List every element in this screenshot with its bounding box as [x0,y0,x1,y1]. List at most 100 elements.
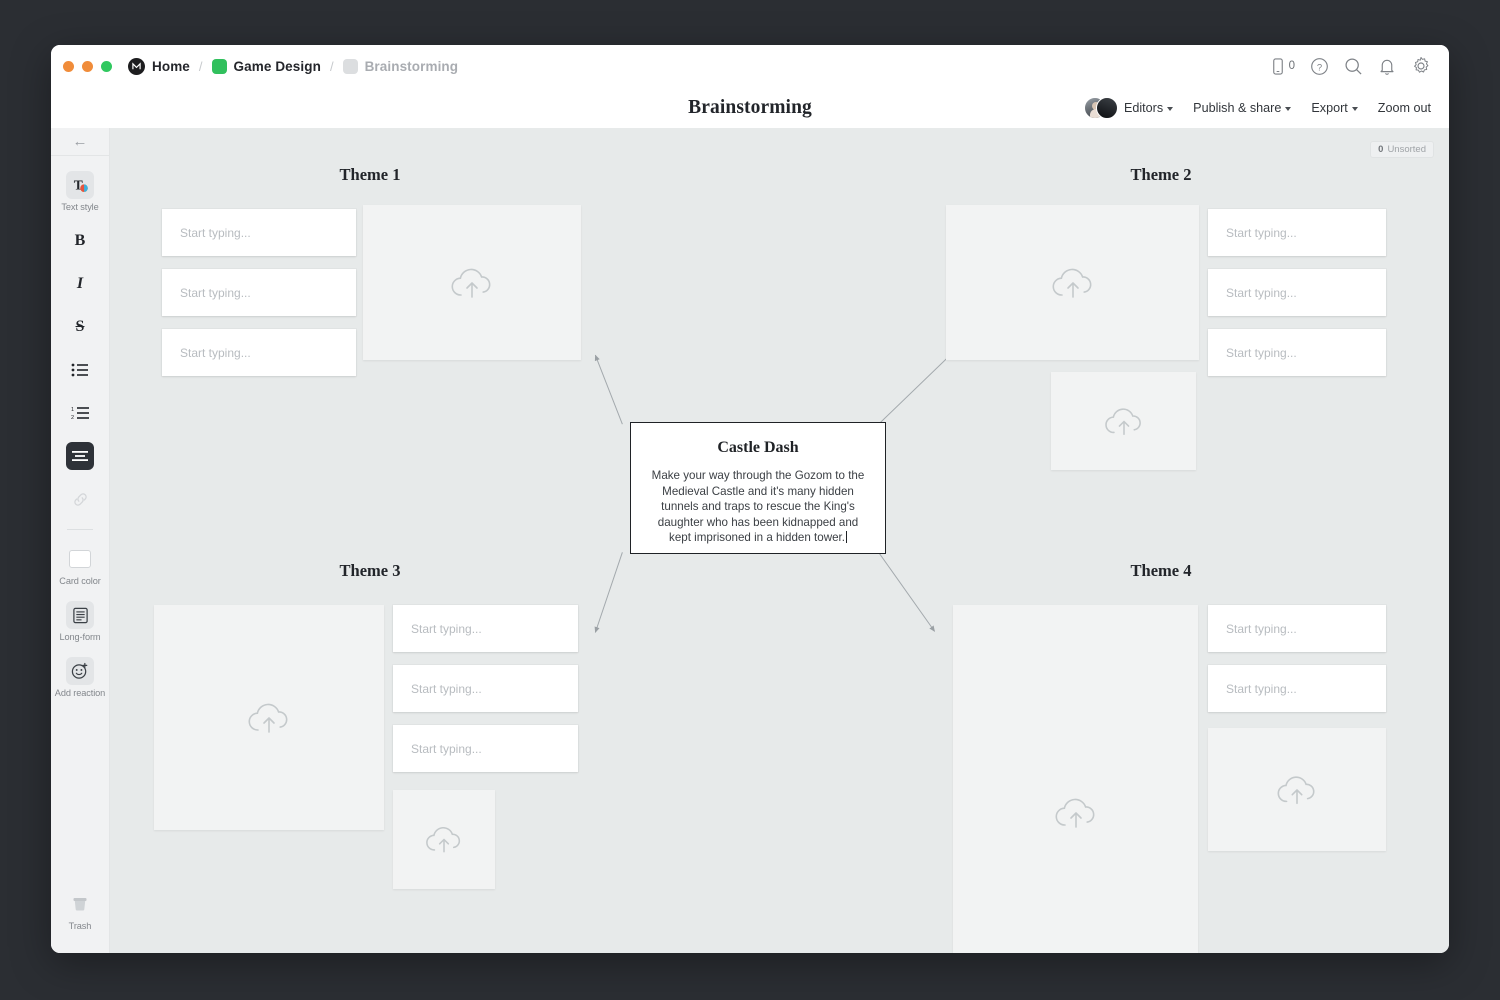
breadcrumb-item-game-design[interactable]: Game Design [233,58,321,74]
note-card[interactable]: Start typing... [393,605,578,652]
window-traffic-lights [51,60,112,72]
strikethrough-tool[interactable]: S [51,313,109,341]
note-placeholder: Start typing... [180,345,251,360]
note-card[interactable]: Start typing... [393,725,578,772]
theme-4-title: Theme 4 [1130,561,1192,580]
note-placeholder: Start typing... [411,741,482,756]
cloud-upload-icon [1104,407,1141,435]
maximize-window-button[interactable] [101,60,112,72]
theme-3-title: Theme 3 [339,561,401,580]
toolbar-divider [67,529,93,530]
image-upload-card[interactable] [953,605,1198,953]
link-icon [66,485,94,513]
chevron-down-icon [1167,106,1174,111]
page-title: Brainstorming [688,96,812,118]
link-tool[interactable] [51,485,109,513]
center-card-text: Make your way through the Gozom to the M… [651,469,865,544]
note-card[interactable]: Start typing... [1208,665,1386,712]
text-style-tool[interactable]: T Text style [51,171,109,212]
minimize-window-button[interactable] [82,60,93,72]
cloud-upload-icon [1055,798,1094,828]
trash-tool[interactable]: Trash [51,890,109,931]
note-card[interactable]: Start typing... [162,329,356,376]
title-bar: Home / Game Design / Brainstorming 0 ? [51,45,1449,87]
note-placeholder: Start typing... [180,285,251,300]
svg-text:?: ? [1317,62,1322,73]
close-window-button[interactable] [63,60,74,72]
center-card-title: Castle Dash [717,439,799,456]
center-idea-card[interactable]: Castle Dash Make your way through the Go… [630,422,886,554]
app-window: Home / Game Design / Brainstorming 0 ? [51,45,1449,953]
export-menu[interactable]: Export [1311,101,1358,115]
svg-text:1: 1 [71,407,74,413]
text-style-icon: T [66,171,94,199]
editors-label: Editors [1123,100,1164,115]
svg-text:2: 2 [71,415,74,420]
bulleted-list-icon [66,356,94,384]
notifications-bell-icon[interactable] [1378,57,1396,76]
italic-tool[interactable]: I [51,270,109,298]
header-actions: Editors Publish & share Export Zoom out [1083,87,1431,128]
note-card[interactable]: Start typing... [162,269,356,316]
titlebar-actions: 0 ? [1271,56,1449,76]
breadcrumb-separator: / [198,58,203,74]
theme-1-title: Theme 1 [339,165,401,184]
note-card[interactable]: Start typing... [393,665,578,712]
image-upload-card[interactable] [1208,728,1386,851]
note-card[interactable]: Start typing... [162,209,356,256]
trash-icon [66,890,94,918]
app-body: ← T Text style B I S [51,128,1449,953]
note-placeholder: Start typing... [1226,285,1297,300]
green-swatch-icon [211,58,227,74]
back-arrow-icon[interactable]: ← [51,128,109,156]
card-color-icon [66,545,94,573]
cloud-upload-icon [451,268,491,298]
note-card[interactable]: Start typing... [1208,605,1386,652]
unsorted-badge[interactable]: 0 Unsorted [1370,141,1434,158]
editors-menu[interactable]: Editors [1083,96,1174,119]
long-form-icon [66,601,94,629]
trash-label: Trash [68,921,92,931]
zoom-out-button[interactable]: Zoom out [1378,101,1431,115]
note-card[interactable]: Start typing... [1208,269,1386,316]
long-form-tool[interactable]: Long-form [51,601,109,642]
mobile-count: 0 [1288,60,1295,72]
numbered-list-tool[interactable]: 1 2 [51,399,109,427]
help-icon[interactable]: ? [1310,57,1329,76]
italic-icon: I [76,275,84,292]
zoom-out-label: Zoom out [1377,100,1431,115]
bold-tool[interactable]: B [51,227,109,255]
image-upload-card[interactable] [363,205,581,360]
note-placeholder: Start typing... [180,225,251,240]
publish-share-label: Publish & share [1193,100,1282,115]
gray-swatch-icon [342,58,358,74]
note-card[interactable]: Start typing... [1208,329,1386,376]
add-reaction-icon [66,657,94,685]
breadcrumb-item-home[interactable]: Home [152,58,190,74]
breadcrumb-separator-2: / [329,58,334,74]
image-upload-card[interactable] [946,205,1199,360]
bulleted-list-tool[interactable] [51,356,109,384]
app-logo-icon [128,57,145,75]
align-center-tool[interactable] [51,442,109,470]
format-toolbar: ← T Text style B I S [51,128,110,953]
search-icon[interactable] [1344,57,1363,76]
chevron-down-icon-2 [1285,106,1292,111]
add-reaction-label: Add reaction [54,688,106,698]
image-upload-card[interactable] [393,790,495,889]
board-canvas[interactable]: 0 Unsorted Theme 1 Start typing... [110,128,1449,953]
theme-2-title: Theme 2 [1130,165,1192,184]
card-color-tool[interactable]: Card color [51,545,109,586]
text-style-label: Text style [61,202,99,212]
settings-gear-icon[interactable] [1411,56,1431,76]
note-placeholder: Start typing... [411,621,482,636]
image-upload-card[interactable] [1051,372,1196,470]
note-card[interactable]: Start typing... [1208,209,1386,256]
cloud-upload-icon [426,826,461,853]
add-reaction-tool[interactable]: Add reaction [51,657,109,698]
mobile-icon[interactable]: 0 [1271,57,1295,75]
center-card-body[interactable]: Make your way through the Gozom to the M… [651,468,865,546]
image-upload-card[interactable] [154,605,384,830]
publish-share-menu[interactable]: Publish & share [1193,100,1292,115]
document-header: Brainstorming Editors Publish & share Ex… [51,87,1449,128]
